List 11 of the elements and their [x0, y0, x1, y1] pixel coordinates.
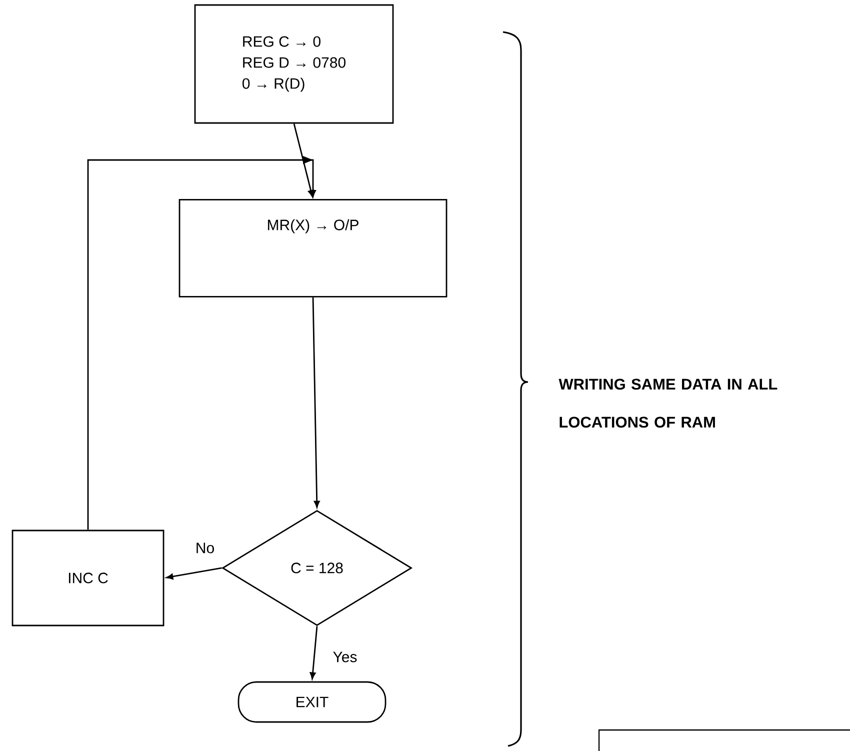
arrow [166, 567, 222, 580]
edge-label: No [196, 542, 214, 554]
arrow [310, 626, 318, 680]
arrow [87, 156, 316, 530]
process-box: REG C → 0 REG D → 0780 0 → R(D) [194, 4, 394, 124]
terminal-box: EXIT [238, 681, 386, 723]
brace-label: WRITING SAME DATA IN ALL LOCATIONS OF RAM [558, 378, 778, 428]
edge-label: Yes [333, 652, 357, 662]
process-box: INC C [12, 530, 164, 626]
process-box: MR(X) → O/P [178, 199, 448, 298]
arrow [312, 297, 320, 508]
